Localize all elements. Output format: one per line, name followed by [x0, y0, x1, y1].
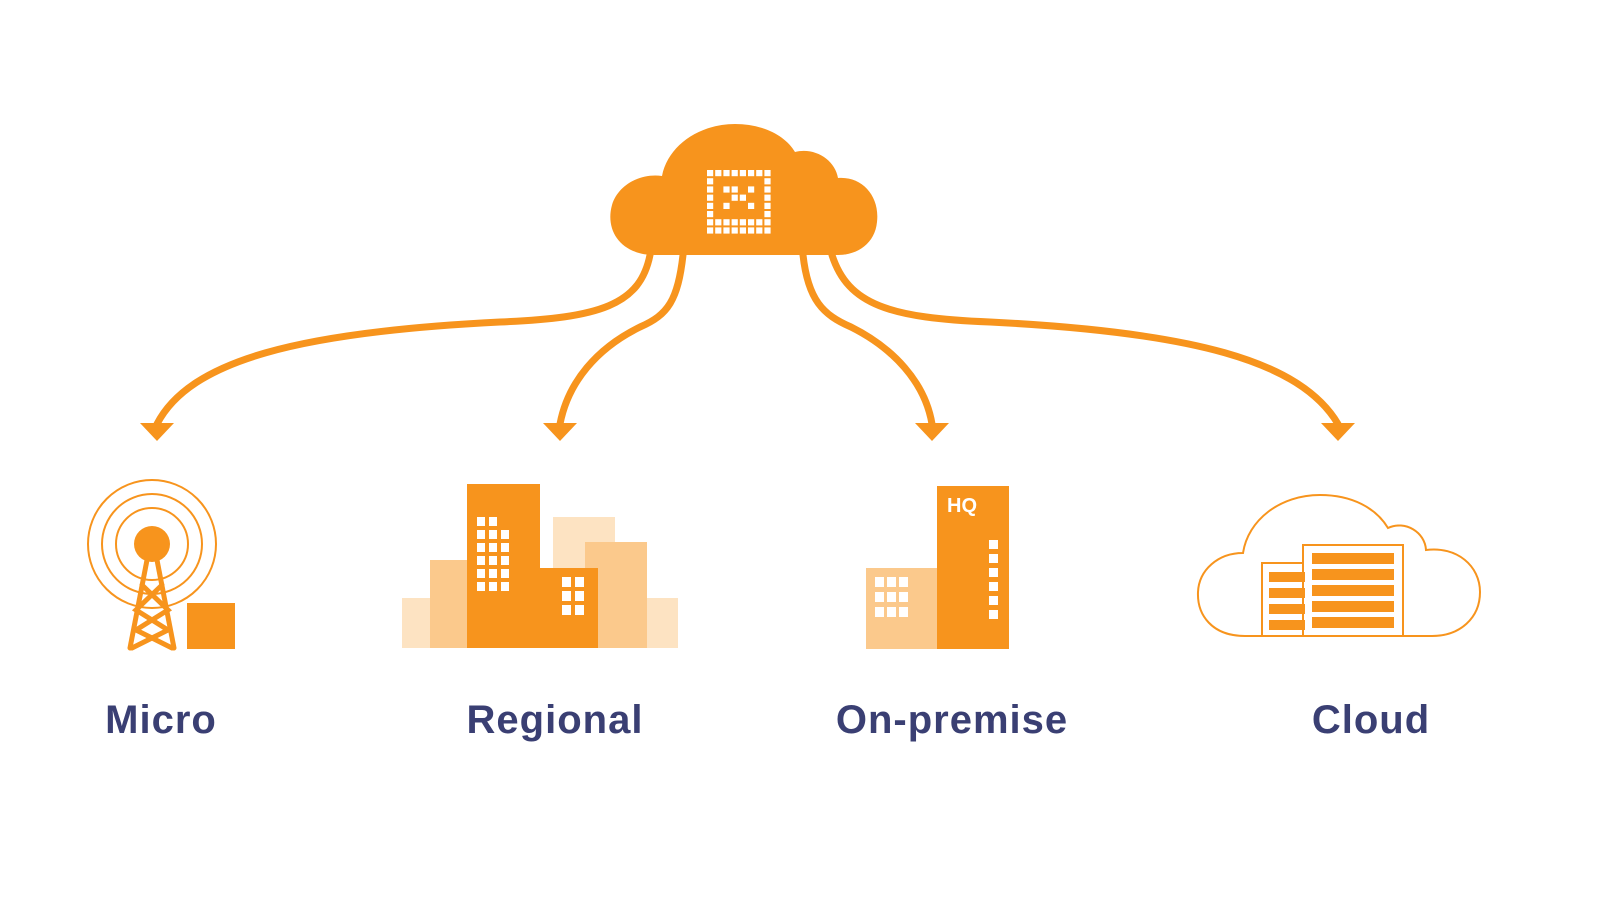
connector-onprem: [799, 251, 936, 428]
radio-tower-icon: [87, 479, 235, 651]
label-on-premise: On-premise: [835, 698, 1069, 742]
arrowhead-regional: [543, 423, 577, 441]
connectors: [153, 251, 1342, 428]
label-micro: Micro: [105, 698, 217, 742]
cloud-hub-icon: [610, 124, 878, 255]
hq-building-icon: HQ: [866, 486, 1009, 649]
arrowhead-onprem: [915, 423, 949, 441]
pixel-logo-icon: [707, 170, 771, 234]
arrowheads: [140, 423, 1355, 441]
connector-regional: [556, 251, 687, 428]
label-regional: Regional: [466, 698, 644, 742]
connector-micro: [153, 251, 654, 428]
arrowhead-cloud: [1321, 423, 1355, 441]
city-buildings-icon: [402, 484, 678, 648]
arrowhead-micro: [140, 423, 174, 441]
hq-badge: HQ: [947, 495, 977, 517]
connector-cloud: [828, 251, 1342, 428]
cloud-servers-icon: [1196, 493, 1482, 637]
label-cloud: Cloud: [1311, 698, 1431, 742]
